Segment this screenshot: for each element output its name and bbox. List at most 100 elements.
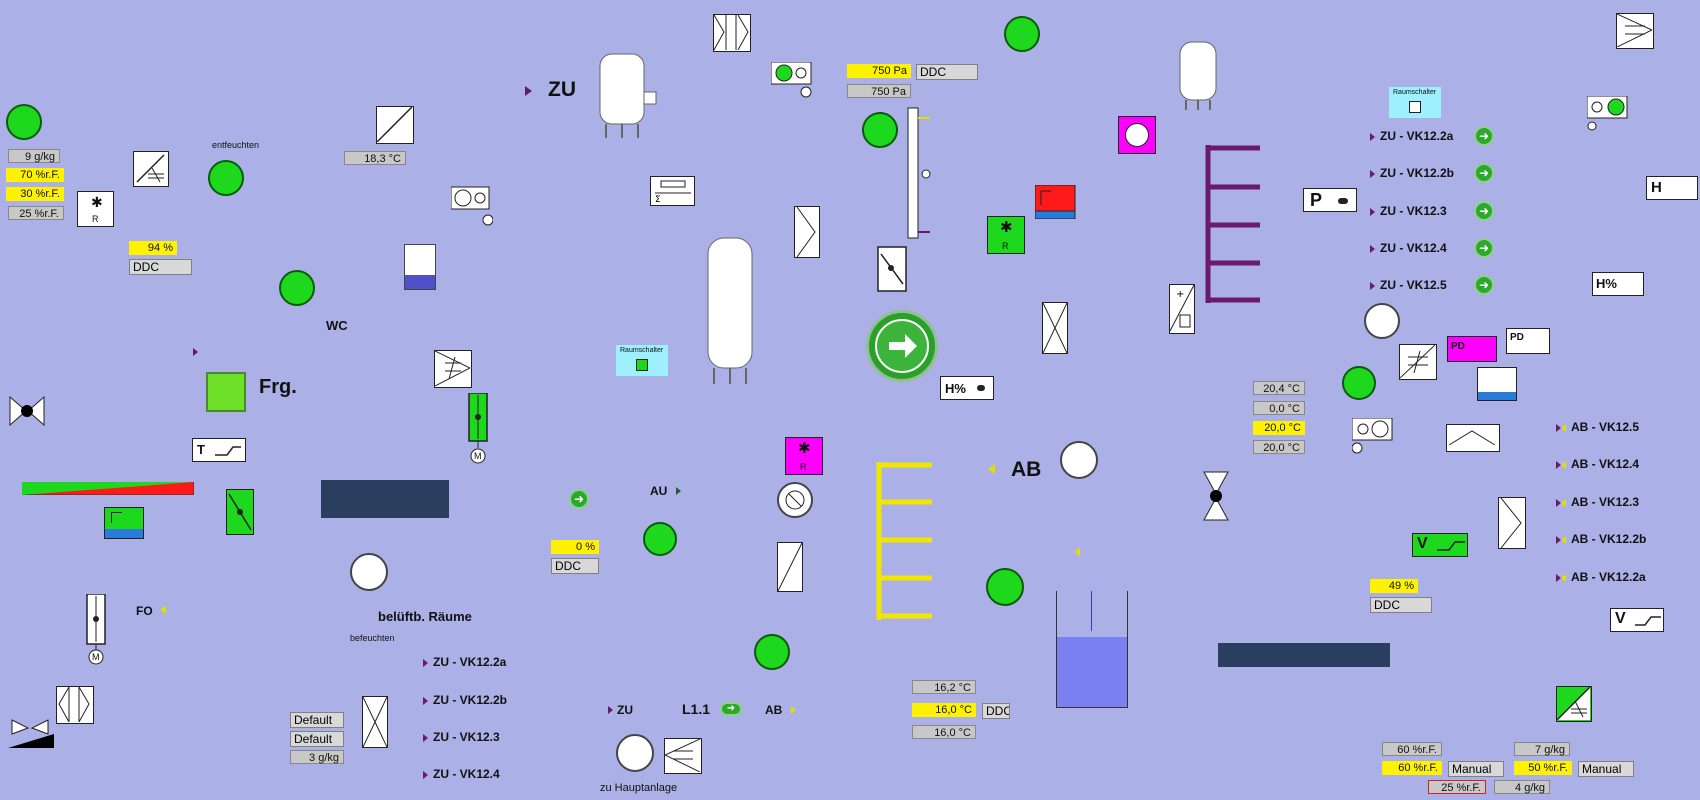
zu-vk-right-0-go-button[interactable]: ➜: [1474, 126, 1494, 146]
filter-right-symbol[interactable]: [1399, 344, 1437, 380]
v-sensor-white[interactable]: V: [1610, 608, 1664, 632]
fan-hourglass-right[interactable]: [1202, 470, 1230, 522]
right-percent[interactable]: 49 %: [1370, 579, 1418, 593]
damper-x-center[interactable]: [1042, 302, 1068, 354]
fan-motor-left[interactable]: [8, 716, 54, 748]
mid-percent[interactable]: 0 %: [551, 540, 599, 554]
pump-right-top[interactable]: [1004, 16, 1040, 52]
raumschalter-box-right[interactable]: Raumschalter: [1389, 87, 1441, 118]
pump-unit-top[interactable]: [771, 62, 815, 98]
release-indicator[interactable]: [206, 372, 246, 412]
br-r2b[interactable]: 50 %r.F.: [1514, 761, 1572, 775]
valve-percent[interactable]: 94 %: [129, 241, 177, 255]
zu-vk-right-3[interactable]: ZU - VK12.4: [1370, 241, 1447, 255]
fan-white-ab[interactable]: [1060, 441, 1098, 479]
default-button-2[interactable]: Default: [290, 731, 344, 747]
heat-exchanger-top[interactable]: [713, 14, 751, 52]
filter-blue-right[interactable]: [1477, 367, 1517, 401]
filter-green-left[interactable]: [104, 507, 144, 539]
ab-vk-right-1[interactable]: AB - VK12.4: [1556, 457, 1639, 471]
heat-exchanger-right[interactable]: [1498, 497, 1526, 549]
fan-white-left[interactable]: [350, 553, 388, 591]
zu-vk-right-2-go-button[interactable]: ➜: [1474, 201, 1494, 221]
navigate-forward-button[interactable]: [866, 310, 938, 382]
pump-unit-right[interactable]: [1352, 418, 1396, 454]
meter-symbol[interactable]: Σ: [650, 176, 695, 206]
filter-symbol[interactable]: [434, 350, 472, 388]
ab-vk-right-2[interactable]: AB - VK12.3: [1556, 495, 1639, 509]
pump-2[interactable]: [643, 522, 677, 556]
storage-tank-right[interactable]: [1178, 38, 1220, 112]
storage-tank-top[interactable]: [598, 46, 662, 142]
pressure-ddc-button[interactable]: DDC: [916, 64, 978, 80]
manual-button-1[interactable]: Manual: [1448, 761, 1504, 777]
humidifier-green-right[interactable]: [1556, 686, 1592, 722]
l11-go-button[interactable]: ➜: [720, 702, 742, 716]
zu-vk-left-1[interactable]: ZU - VK12.2b: [423, 693, 507, 707]
au-go-button[interactable]: ➜: [569, 489, 589, 509]
v-sensor-green[interactable]: V: [1412, 533, 1468, 557]
pump-1-bottom[interactable]: [754, 634, 790, 670]
valve-disc[interactable]: [777, 482, 813, 518]
zu-vk-right-2[interactable]: ZU - VK12.3: [1370, 204, 1447, 218]
storage-tank-large[interactable]: [706, 234, 754, 386]
zu-vk-right-1-go-button[interactable]: ➜: [1474, 163, 1494, 183]
cooler-magenta[interactable]: ✱ R: [785, 437, 823, 475]
temp-right-2[interactable]: 20,0 °C: [1253, 421, 1305, 435]
zu-vk-right-3-go-button[interactable]: ➜: [1474, 238, 1494, 258]
valve-plus-symbol[interactable]: +: [1169, 284, 1195, 334]
pump-unit-top-right[interactable]: [1587, 96, 1631, 132]
heater-symbol-mid[interactable]: [777, 542, 803, 592]
pump-entfeuchten[interactable]: [208, 160, 244, 196]
mid-temps-ddc-button[interactable]: DDC: [982, 703, 1010, 719]
pump-motor-symbol[interactable]: [451, 186, 493, 226]
humidifier-symbol[interactable]: [133, 151, 169, 187]
fan-white-right[interactable]: [1364, 303, 1400, 339]
humidity-min-value[interactable]: 30 %r.F.: [6, 187, 64, 201]
hpct-sensor-right[interactable]: H%: [1592, 272, 1644, 296]
ab-vk-right-0[interactable]: AB - VK12.5: [1556, 420, 1639, 434]
pressure-setpoint[interactable]: 750 Pa: [847, 64, 911, 78]
h-sensor-right[interactable]: H: [1646, 176, 1698, 200]
humidity-sensor-center[interactable]: H%: [940, 376, 994, 400]
pump-left-top[interactable]: [6, 104, 42, 140]
fan-left-icon[interactable]: [8, 392, 46, 430]
br-r2a[interactable]: 60 %r.F.: [1382, 761, 1442, 775]
cooler-green-center[interactable]: ✱ R: [987, 216, 1025, 254]
tank-small-blue[interactable]: [404, 244, 436, 290]
water-tank-level[interactable]: [1056, 591, 1128, 708]
heat-exchanger-top-right[interactable]: [1616, 13, 1654, 49]
zu-vk-left-2[interactable]: ZU - VK12.3: [423, 730, 500, 744]
right-ddc-button[interactable]: DDC: [1370, 597, 1432, 613]
cooler-symbol[interactable]: ✱ R: [77, 191, 114, 227]
manual-button-2[interactable]: Manual: [1578, 761, 1634, 777]
zu-vk-right-1[interactable]: ZU - VK12.2b: [1370, 166, 1454, 180]
zu-vk-right-4-go-button[interactable]: ➜: [1474, 275, 1494, 295]
heat-recovery-symbol[interactable]: [56, 686, 94, 724]
ab-vk-right-3[interactable]: AB - VK12.2b: [1556, 532, 1646, 546]
heat-exchanger-bottom[interactable]: [664, 738, 702, 774]
damper-symbol-bottom[interactable]: [362, 696, 388, 748]
mid-ddc-button[interactable]: DDC: [551, 558, 599, 574]
pump-wc[interactable]: [279, 270, 315, 306]
pump-right-mid[interactable]: [1342, 366, 1376, 400]
ab-vk-right-4[interactable]: AB - VK12.2a: [1556, 570, 1646, 584]
mid-temp-1[interactable]: 16,0 °C: [912, 703, 976, 717]
left-ddc-button[interactable]: DDC: [129, 259, 192, 275]
damper-fo[interactable]: M: [86, 594, 106, 666]
damper-green-center[interactable]: M: [468, 393, 488, 465]
pd-sensor-white[interactable]: PD: [1506, 328, 1550, 354]
pressure-sensor-p[interactable]: P: [1303, 188, 1357, 212]
zu-vk-left-3[interactable]: ZU - VK12.4: [423, 767, 500, 781]
heater-symbol-top[interactable]: [376, 106, 414, 144]
filter-column[interactable]: [904, 106, 936, 242]
damper-tilted[interactable]: [877, 246, 907, 292]
fan-white-bottom[interactable]: [616, 734, 654, 772]
default-button-1[interactable]: Default: [290, 712, 344, 728]
zu-vk-left-0[interactable]: ZU - VK12.2a: [423, 655, 506, 669]
heater-right-symbol[interactable]: [1446, 424, 1500, 452]
humidity-max-value[interactable]: 70 %r.F.: [6, 168, 64, 182]
magenta-fan-box[interactable]: [1118, 116, 1156, 154]
heater-red[interactable]: [1035, 185, 1077, 219]
pd-sensor-magenta[interactable]: PD: [1447, 336, 1497, 362]
